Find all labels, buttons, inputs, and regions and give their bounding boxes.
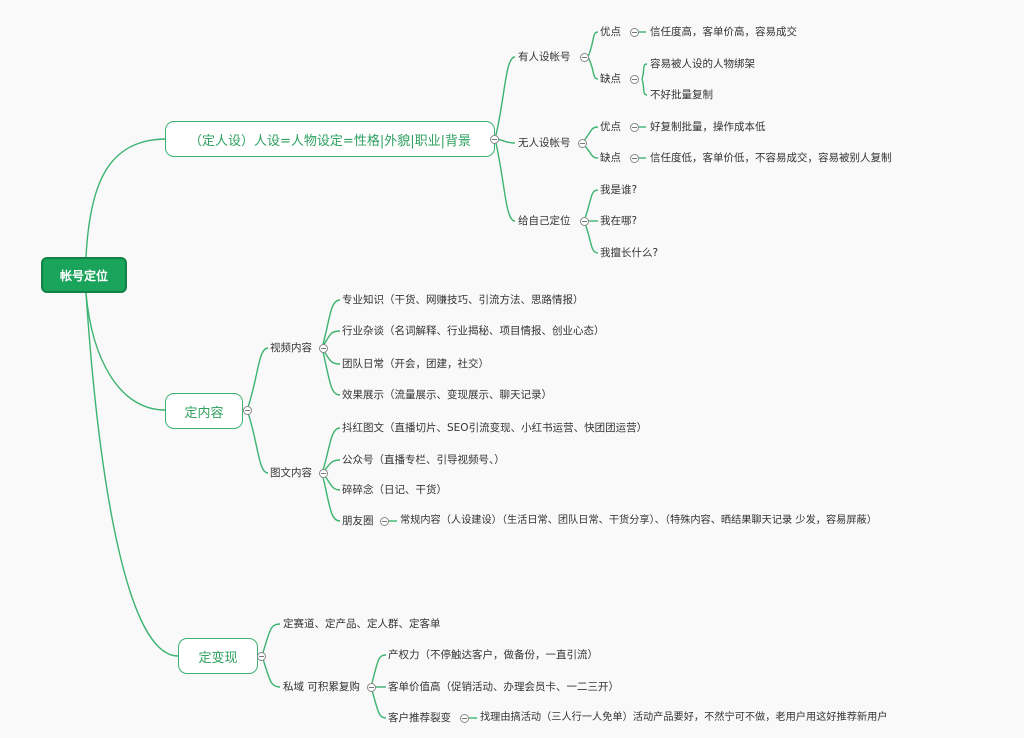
- nonhuman-cons-label[interactable]: 缺点: [600, 152, 621, 164]
- graphic-item[interactable]: 碎碎念（日记、干货）: [342, 484, 447, 496]
- collapse-icon[interactable]: [243, 406, 252, 415]
- graphic-content-node[interactable]: 图文内容: [270, 467, 312, 479]
- self-item[interactable]: 我擅长什么?: [600, 247, 659, 259]
- video-item[interactable]: 效果展示（流量展示、变现展示、聊天记录）: [342, 389, 552, 401]
- referral-text[interactable]: 找理由搞活动（三人行一人免单）活动产品要好，不然宁可不做，老用户用这好推荐新用户: [480, 712, 888, 723]
- collapse-icon[interactable]: [367, 683, 376, 692]
- collapse-icon[interactable]: [257, 652, 266, 661]
- monetize-node[interactable]: 定变现: [178, 638, 258, 674]
- graphic-item[interactable]: 抖红图文（直播切片、SEO引流变现、小红书运营、快团团运营）: [342, 422, 648, 434]
- video-content-node[interactable]: 视频内容: [270, 342, 312, 354]
- private-item[interactable]: 客单价值高（促销活动、办理会员卡、一二三开）: [388, 681, 619, 693]
- moments-text[interactable]: 常规内容（人设建设）（生活日常、团队日常、干货分享）、（特殊内容、晒结果聊天记录…: [400, 515, 877, 526]
- self-item[interactable]: 我在哪?: [600, 215, 638, 227]
- referral-node[interactable]: 客户推荐裂变: [388, 712, 451, 724]
- root-node[interactable]: 帐号定位: [41, 257, 127, 293]
- human-cons-item[interactable]: 容易被人设的人物绑架: [650, 58, 755, 70]
- video-item[interactable]: 专业知识（干货、网赚技巧、引流方法、思路情报）: [342, 294, 584, 306]
- human-cons-label[interactable]: 缺点: [600, 73, 621, 85]
- collapse-icon[interactable]: [460, 714, 469, 723]
- nonhuman-pros-text[interactable]: 好复制批量，操作成本低: [650, 121, 766, 133]
- human-pros-label[interactable]: 优点: [600, 26, 621, 38]
- collapse-icon[interactable]: [580, 53, 589, 62]
- video-item[interactable]: 团队日常（开会，团建，社交）: [342, 358, 489, 370]
- collapse-icon[interactable]: [319, 344, 328, 353]
- collapse-icon[interactable]: [630, 123, 639, 132]
- private-item[interactable]: 产权力（不停触达客户，做备份，一直引流）: [388, 649, 598, 661]
- persona-node[interactable]: （定人设）人设=人物设定=性格|外貌|职业|背景: [165, 121, 495, 157]
- graphic-item[interactable]: 公众号（直播专栏、引导视频号、）: [342, 454, 505, 466]
- human-account-node[interactable]: 有人设帐号: [518, 51, 571, 63]
- content-node[interactable]: 定内容: [165, 393, 243, 429]
- nonhuman-cons-text[interactable]: 信任度低，客单价低，不容易成交，容易被别人复制: [650, 152, 892, 164]
- nonhuman-account-node[interactable]: 无人设帐号: [518, 137, 571, 149]
- human-cons-item[interactable]: 不好批量复制: [650, 89, 713, 101]
- self-item[interactable]: 我是谁?: [600, 184, 638, 196]
- nonhuman-pros-label[interactable]: 优点: [600, 121, 621, 133]
- collapse-icon[interactable]: [580, 217, 589, 226]
- self-position-node[interactable]: 给自己定位: [518, 215, 571, 227]
- collapse-icon[interactable]: [630, 154, 639, 163]
- video-item[interactable]: 行业杂谈（名词解释、行业揭秘、项目情报、创业心态）: [342, 325, 605, 337]
- collapse-icon[interactable]: [490, 135, 499, 144]
- human-pros-text[interactable]: 信任度高，客单价高，容易成交: [650, 26, 797, 38]
- collapse-icon[interactable]: [319, 469, 328, 478]
- private-domain-node[interactable]: 私域 可积累复购: [283, 681, 360, 693]
- moments-node[interactable]: 朋友圈: [342, 515, 374, 527]
- collapse-icon[interactable]: [630, 75, 639, 84]
- collapse-icon[interactable]: [630, 28, 639, 37]
- collapse-icon[interactable]: [380, 517, 389, 526]
- collapse-icon[interactable]: [578, 139, 587, 148]
- monetize-item[interactable]: 定赛道、定产品、定人群、定客单: [283, 618, 441, 630]
